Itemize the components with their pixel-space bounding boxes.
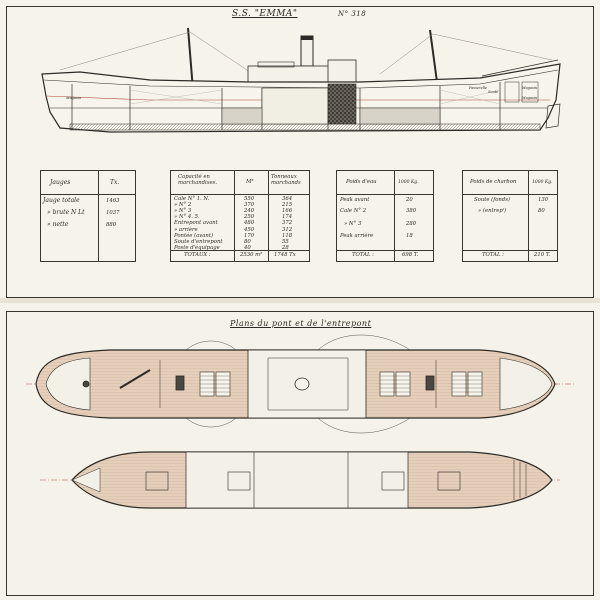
tonnage-header-label: Jauges: [50, 179, 71, 186]
capacity-row-label: Soute d'entrepont: [174, 238, 223, 245]
water-row-label: Peak arrière: [340, 233, 374, 239]
fore-mast: [187, 27, 194, 91]
deck-plan-drawing: [26, 334, 575, 434]
capacity-row-m3: 240: [244, 208, 255, 215]
capacity-row-label: Cale N° 1. N.: [174, 196, 210, 202]
profile-label-passerelle: Passerelle: [469, 86, 488, 90]
capacity-row-tonneaux: 364: [282, 196, 293, 202]
capacity-row-label: » N° 2: [174, 202, 192, 209]
capacity-row-m3: 170: [244, 232, 255, 239]
tonnage-row-value: 880: [106, 222, 117, 228]
capacity-row-m3: 40: [244, 244, 251, 251]
capacity-row-tonneaux: 215: [282, 202, 293, 209]
tonnage-row-value: 1463: [106, 198, 120, 204]
main-mast: [429, 29, 438, 83]
water-row-value: 20: [406, 197, 413, 203]
capacity-row-m3: 80: [244, 238, 251, 245]
capacity-table: Capacité en marchandises. M³ Tonneaux ma…: [170, 170, 310, 262]
ship-title: S.S. "EMMA": [232, 9, 298, 19]
water-row-value: 18: [406, 233, 413, 239]
water-row-label: » N° 3: [344, 221, 362, 227]
coal-row-label: » (entrepᵗ): [478, 208, 507, 214]
water-row-value: 380: [406, 208, 417, 214]
coal-row-label: Soute (fonds): [474, 197, 510, 203]
capacity-row-tonneaux: 174: [282, 214, 293, 221]
capacity-header-m3: M³: [246, 179, 254, 185]
tween-deck-plan-drawing: [40, 451, 560, 509]
capacity-row-tonneaux: 312: [282, 226, 293, 233]
coal-total-value: 210 T.: [534, 252, 551, 258]
coal-row-value: 130: [538, 197, 549, 203]
capacity-row-label: » N° 4. 5.: [174, 214, 200, 221]
capacity-total-m3: 2530 m³: [240, 252, 263, 258]
coal-header-unit: 1000 Kg.: [532, 180, 553, 185]
profile-label-magasin-aft-2: Magasin: [522, 96, 538, 100]
capacity-row-m3: 550: [244, 196, 255, 202]
tonnage-row-label: » brute N Lt: [47, 209, 85, 216]
capacity-row-m3: 370: [244, 202, 255, 209]
tonnage-table: Jauges Tx. Jauge totale 1463 » brute N L…: [40, 170, 136, 262]
capacity-row-label: Entrepont avant: [174, 220, 218, 227]
capacity-header-label: Capacité en marchandises.: [178, 174, 217, 186]
water-row-value: 280: [406, 221, 417, 227]
tonnage-row-label: Jauge totale: [43, 197, 80, 204]
profile-label-magasin-aft-1: Magasin: [522, 86, 538, 90]
capacity-total-tonneaux: 1748 Tx: [274, 252, 296, 258]
funnel: [300, 35, 314, 67]
capacity-row-label: » N° 3: [174, 208, 192, 215]
capacity-row-label: Poste d'équipage: [174, 244, 220, 251]
tonnage-row-label: » nette: [47, 221, 69, 228]
capacity-row-tonneaux: 166: [282, 208, 293, 215]
water-table: Poids d'eau 1000 Kg. Peak avant 20 Cale …: [336, 170, 434, 262]
coal-table: Poids de charbon 1000 Kg. Soute (fonds) …: [462, 170, 558, 262]
water-row-label: Peak avant: [340, 197, 370, 203]
ship-profile-drawing: [41, 27, 561, 133]
plan-title: Plans du pont et de l'entrepont: [230, 319, 372, 328]
water-total-value: 698 T.: [402, 252, 419, 258]
top-frame: [6, 6, 594, 298]
capacity-row-m3: 450: [244, 226, 255, 233]
capacity-row-tonneaux: 372: [282, 220, 293, 227]
capacity-row-label: » arrière: [174, 226, 198, 233]
tonnage-header-unit: Tx.: [110, 179, 120, 186]
capacity-row-tonneaux: 55: [282, 238, 289, 245]
water-total-label: TOTAL :: [352, 252, 374, 258]
water-header-unit: 1000 Kg.: [398, 180, 419, 185]
capacity-total-label: TOTAUX :: [184, 252, 211, 258]
capacity-row-m3: 480: [244, 220, 255, 227]
bottom-frame: [6, 311, 594, 596]
ship-number: N° 318: [338, 10, 367, 18]
capacity-header-tonneaux: Tonneaux marchands: [271, 174, 301, 186]
capacity-row-m3: 250: [244, 214, 255, 221]
profile-label-soute: Soute: [488, 90, 499, 94]
coal-row-value: 80: [538, 208, 545, 214]
coal-total-label: TOTAL :: [482, 252, 504, 258]
tonnage-row-value: 1037: [106, 210, 120, 216]
coal-header-label: Poids de charbon: [470, 179, 517, 185]
coal-bunker: [327, 83, 357, 125]
water-row-label: Cale N° 2: [340, 208, 367, 214]
capacity-row-tonneaux: 28: [282, 244, 289, 251]
sheet-seam: [0, 298, 600, 304]
deck-funnel: [294, 377, 310, 391]
profile-label-magasin-fore: Magasin: [66, 96, 82, 100]
capacity-row-label: Pontée (avant): [174, 232, 214, 239]
water-header-label: Poids d'eau: [346, 179, 377, 185]
capacity-row-tonneaux: 118: [282, 232, 293, 239]
